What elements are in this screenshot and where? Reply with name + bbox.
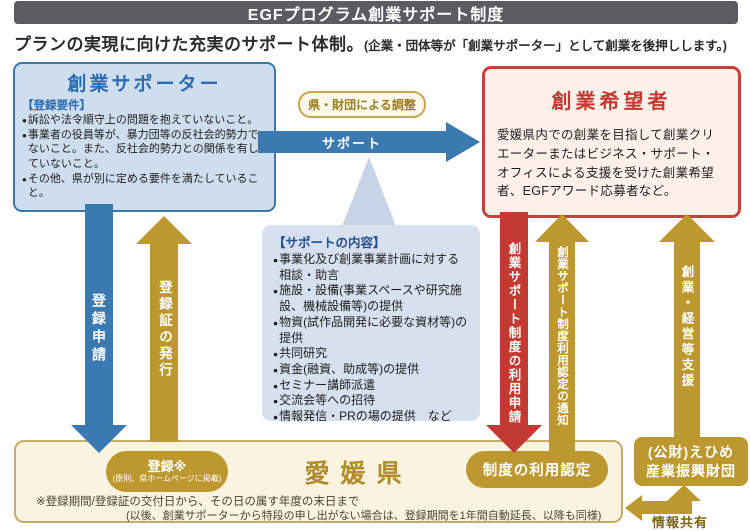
coordination-pill: 県・財団による調整 (298, 91, 426, 118)
coordination-pill-label: 県・財団による調整 (308, 98, 416, 112)
list-item: ●事業化及び創業事業計画に対する相談・助言 (273, 252, 471, 283)
bullet-icon: ● (273, 396, 279, 407)
arrow-up-icon (535, 214, 589, 242)
approval-notice-label: 創業サポート制度利用認定の通知 (556, 246, 568, 426)
registration-requirements-label: 【登録要件】 (22, 100, 91, 112)
arrow-up-icon (659, 214, 715, 242)
list-item-text: 事業化及び創業事業計画に対する相談・助言 (279, 252, 460, 282)
info-share-label: 情報共有 (652, 515, 709, 530)
list-item: ●物資(試作品開発に必要な資材等)の提供 (273, 315, 471, 346)
subtitle: プランの実現に向けた充実のサポート体制。 (企業・団体等が「創業サポーター」とし… (14, 30, 746, 55)
list-item-text: 情報発信・PRの場の提供 など (279, 409, 452, 424)
bullet-icon: ● (273, 349, 279, 360)
registration-period-note: ※登録期間/登録証の交付日から、その日の属す年度の末日まで (以後、創業サポータ… (36, 495, 616, 524)
support-arrow: サポート (258, 122, 480, 162)
arrow-down-icon (71, 425, 127, 453)
certificate-issue-label: 登録証の発行 (157, 279, 172, 379)
approval-notice-arrow: 創業サポート制度利用認定の通知 (535, 214, 589, 458)
bullet-icon: ● (273, 317, 279, 328)
approval-badge: 制度の利用認定 (466, 451, 608, 488)
arrow-shaft (500, 212, 528, 425)
arrow-shaft (549, 242, 575, 458)
applicant-box-title: 創業希望者 (551, 91, 672, 113)
ehime-prefecture-label: 愛媛県 (304, 460, 413, 488)
subtitle-main: プランの実現に向けた充実のサポート体制。 (14, 35, 364, 54)
applicant-box: 創業希望者 愛媛県内での創業を目指して創業クリエーターまたはビジネス・サポート・… (482, 66, 741, 218)
subtitle-note: (企業・団体等が「創業サポーター」として創業を後押しします。) (364, 39, 727, 53)
business-support-label: 創業・経営等支援 (679, 265, 694, 389)
arrow-shaft (674, 242, 700, 440)
list-item: ●資金(融資、助成等)の提供 (273, 362, 471, 378)
list-item-text: 共同研究 (279, 346, 328, 361)
support-detail-title: 【サポートの内容】 (273, 236, 386, 250)
bullet-icon: ● (22, 116, 27, 125)
list-item: ●情報発信・PRの場の提供 など (273, 409, 471, 425)
registration-badge-title: 登録※ (147, 458, 187, 474)
bullet-icon: ● (273, 365, 279, 376)
list-item: ●事業者の役員等が、暴力団等の反社会的勢力でないこと。また、反社会的勢力との関係… (22, 128, 267, 172)
support-arrow-head-icon (446, 122, 480, 162)
foundation-box-line1: (公財)えひめ (647, 443, 735, 460)
bullet-icon: ● (273, 380, 279, 391)
list-item: ●訴訟や法令順守上の問題を抱えていないこと。 (22, 113, 267, 128)
arrow-up-icon (136, 216, 192, 244)
registration-badge: 登録※ (原則、県ホームページに掲載) (106, 451, 228, 492)
foundation-box-line2: 産業振興財団 (646, 462, 736, 479)
list-item-text: その他、県が別に定める要件を満たしていること。 (27, 172, 259, 200)
list-item: ●共同研究 (273, 346, 471, 362)
arrow-down-icon (486, 425, 542, 453)
list-item: ●その他、県が別に定める要件を満たしていること。 (22, 172, 267, 201)
bullet-icon: ● (273, 286, 279, 297)
list-item: ●セミナー講師派遣 (273, 378, 471, 394)
certificate-issue-arrow: 登録証の発行 (136, 216, 192, 442)
list-item: ●交流会等への招待 (273, 393, 471, 409)
list-item-text: 交流会等への招待 (279, 393, 376, 408)
arrow-up-icon (667, 485, 701, 501)
arrow-shaft (85, 204, 113, 425)
applicant-box-body: 愛媛県内での創業を目指して創業クリエーターまたはビジネス・サポート・オフィスによ… (497, 128, 715, 199)
support-detail-box: 【サポートの内容】 ●事業化及び創業事業計画に対する相談・助言●施設・設備(事業… (262, 225, 480, 423)
list-item-text: 事業者の役員等が、暴力団等の反社会的勢力でないこと。また、反社会的勢力との関係を… (27, 128, 259, 170)
registration-apply-label: 登録申請 (91, 292, 107, 365)
arrow-shaft (150, 244, 178, 442)
business-support-arrow: 創業・経営等支援 (659, 214, 715, 440)
callout-triangle-icon (342, 157, 396, 226)
registration-apply-arrow: 登録申請 (71, 204, 127, 453)
list-item-text: 資金(融資、助成等)の提供 (279, 362, 420, 377)
info-share-arrow (625, 485, 701, 521)
bullet-icon: ● (22, 130, 27, 140)
list-item-text: 施設・設備(事業スペースや研究施設、機械設備等)の提供 (279, 283, 462, 314)
note-line-1: ※登録期間/登録証の交付日から、その日の属す年度の末日まで (36, 496, 360, 508)
list-item: ●施設・設備(事業スペースや研究施設、機械設備等)の提供 (273, 283, 471, 314)
system-use-apply-label: 創業サポート制度の利用申請 (506, 241, 521, 424)
list-item-text: セミナー講師派遣 (279, 377, 376, 392)
bullet-icon: ● (273, 412, 279, 423)
support-arrow-shaft (258, 131, 446, 153)
page-title: EGFプログラム創業サポート制度 (247, 6, 505, 24)
list-item-text: 訴訟や法令順守上の問題を抱えていないこと。 (27, 114, 259, 126)
note-line-2: (以後、創業サポーターから特段の申し出がない場合は、登録期間を1年間自動延長、以… (126, 509, 602, 522)
foundation-box: (公財)えひめ 産業振興財団 (634, 437, 748, 486)
bullet-icon: ● (273, 255, 279, 265)
support-detail-list: ●事業化及び創業事業計画に対する相談・助言●施設・設備(事業スペースや研究施設、… (273, 252, 471, 425)
registration-badge-sub: (原則、県ホームページに掲載) (112, 473, 222, 483)
arrow-shaft (641, 501, 692, 514)
bullet-icon: ● (22, 174, 27, 184)
support-arrow-label: サポート (321, 135, 382, 151)
supporter-box-title: 創業サポーター (67, 74, 222, 95)
supporter-box: 創業サポーター 【登録要件】 ●訴訟や法令順守上の問題を抱えていないこと。●事業… (13, 62, 276, 212)
system-use-apply-arrow: 創業サポート制度の利用申請 (486, 212, 542, 453)
header-bar: EGFプログラム創業サポート制度 (14, 1, 738, 24)
supporter-requirements-list: ●訴訟や法令順守上の問題を抱えていないこと。●事業者の役員等が、暴力団等の反社会… (22, 113, 267, 201)
list-item-text: 物資(試作品開発に必要な資材等)の提供 (279, 314, 468, 345)
arrow-left-icon (625, 495, 642, 521)
